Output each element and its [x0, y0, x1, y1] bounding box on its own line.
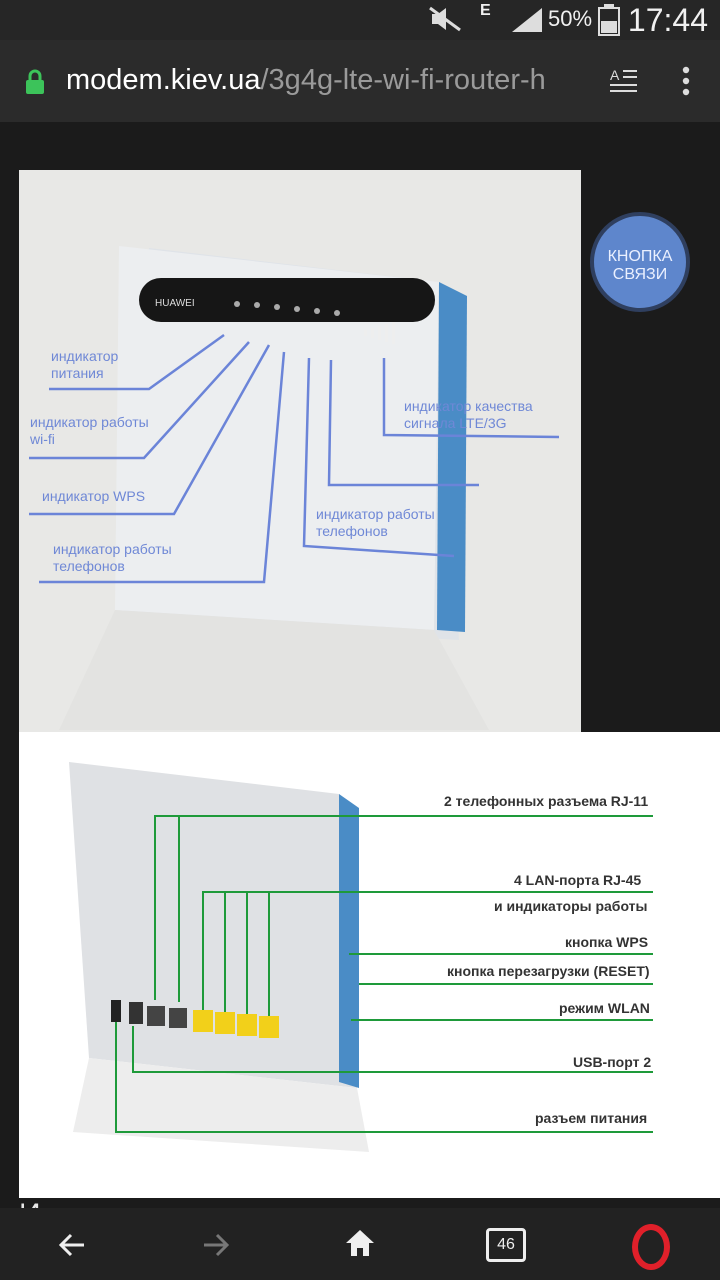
- pointer-lines-back: [115, 815, 653, 1133]
- router-back-stand: [73, 1058, 369, 1152]
- router-back-body: [69, 762, 357, 1088]
- label-lan-ports: 4 LAN-порта RJ-45: [514, 872, 642, 888]
- label-signal-indicator: индикатор качества сигнала LTE/3G: [404, 398, 533, 431]
- signal-bars: [364, 322, 395, 344]
- back-arrow-icon[interactable]: [58, 1232, 86, 1258]
- browser-nav-bar: 46: [0, 1208, 720, 1280]
- call-button[interactable]: КНОПКА СВЯЗИ: [590, 212, 690, 312]
- rj11-port-1: [147, 1006, 165, 1026]
- forward-arrow-icon[interactable]: [202, 1232, 230, 1258]
- router-back-image: [19, 732, 720, 1198]
- url-host: modem.kiev.ua: [66, 64, 261, 96]
- label-usb-port: USB-порт 2: [573, 1054, 652, 1070]
- router-side: [437, 282, 467, 632]
- led-indicators: [234, 301, 340, 316]
- partial-heading-text: И: [19, 1198, 41, 1208]
- page-content: HUAWEI индикатор питания индикатор рабо: [0, 122, 720, 1208]
- label-wifi-indicator: индикатор работы wi-fi: [30, 414, 149, 447]
- mute-icon: [429, 6, 461, 32]
- menu-dots-icon[interactable]: [680, 66, 692, 96]
- pointer-lines: [29, 333, 560, 584]
- battery-percent: 50%: [548, 6, 593, 31]
- url-path: /3g4g-lte-wi-fi-router-h: [260, 64, 546, 96]
- router-back-side: [339, 794, 359, 1088]
- label-phone-indicator-left: индикатор работы телефонов: [53, 541, 172, 574]
- label-reset-button: кнопка перезагрузки (RESET): [447, 963, 650, 979]
- lan-port-1: [193, 1010, 213, 1032]
- label-wlan-mode: режим WLAN: [559, 1000, 650, 1016]
- router-stand-shadow: [59, 610, 489, 730]
- label-lan-indicators: и индикаторы работы: [494, 898, 648, 914]
- lock-icon: [26, 69, 44, 94]
- usb-port: [129, 1002, 143, 1024]
- label-phone-indicator-right: индикатор работы телефонов: [316, 506, 435, 539]
- url-text[interactable]: modem.kiev.ua/3g4g-lte-wi-fi-router-h: [66, 64, 546, 97]
- svg-text:A: A: [610, 67, 620, 83]
- lan-port-3: [237, 1014, 257, 1036]
- tabs-counter[interactable]: 46: [486, 1228, 526, 1262]
- home-icon[interactable]: [344, 1228, 376, 1258]
- lan-port-4: [259, 1016, 279, 1038]
- power-port: [111, 1000, 121, 1022]
- label-wps-indicator: индикатор WPS: [42, 488, 146, 504]
- router-front-image: HUAWEI: [19, 170, 581, 732]
- label-power-indicator: индикатор питания: [51, 348, 119, 381]
- clock: 17:44: [627, 2, 708, 38]
- rj11-port-2: [169, 1008, 187, 1028]
- battery-icon: [598, 4, 620, 36]
- network-type: E: [480, 2, 491, 19]
- label-wps-button: кнопка WPS: [565, 934, 649, 950]
- label-rj11-ports: 2 телефонных разъема RJ-11: [444, 793, 649, 809]
- opera-menu-icon[interactable]: [632, 1224, 670, 1270]
- lan-port-2: [215, 1012, 235, 1034]
- reader-mode-icon[interactable]: A: [610, 66, 638, 96]
- router-led-panel: [139, 278, 435, 322]
- router-brand: HUAWEI: [155, 298, 195, 309]
- label-power-socket: разъем питания: [535, 1110, 648, 1126]
- signal-icon: [512, 8, 542, 32]
- browser-address-bar[interactable]: modem.kiev.ua/3g4g-lte-wi-fi-router-h A: [0, 40, 720, 122]
- status-bar: E 50% 17:44: [0, 0, 720, 40]
